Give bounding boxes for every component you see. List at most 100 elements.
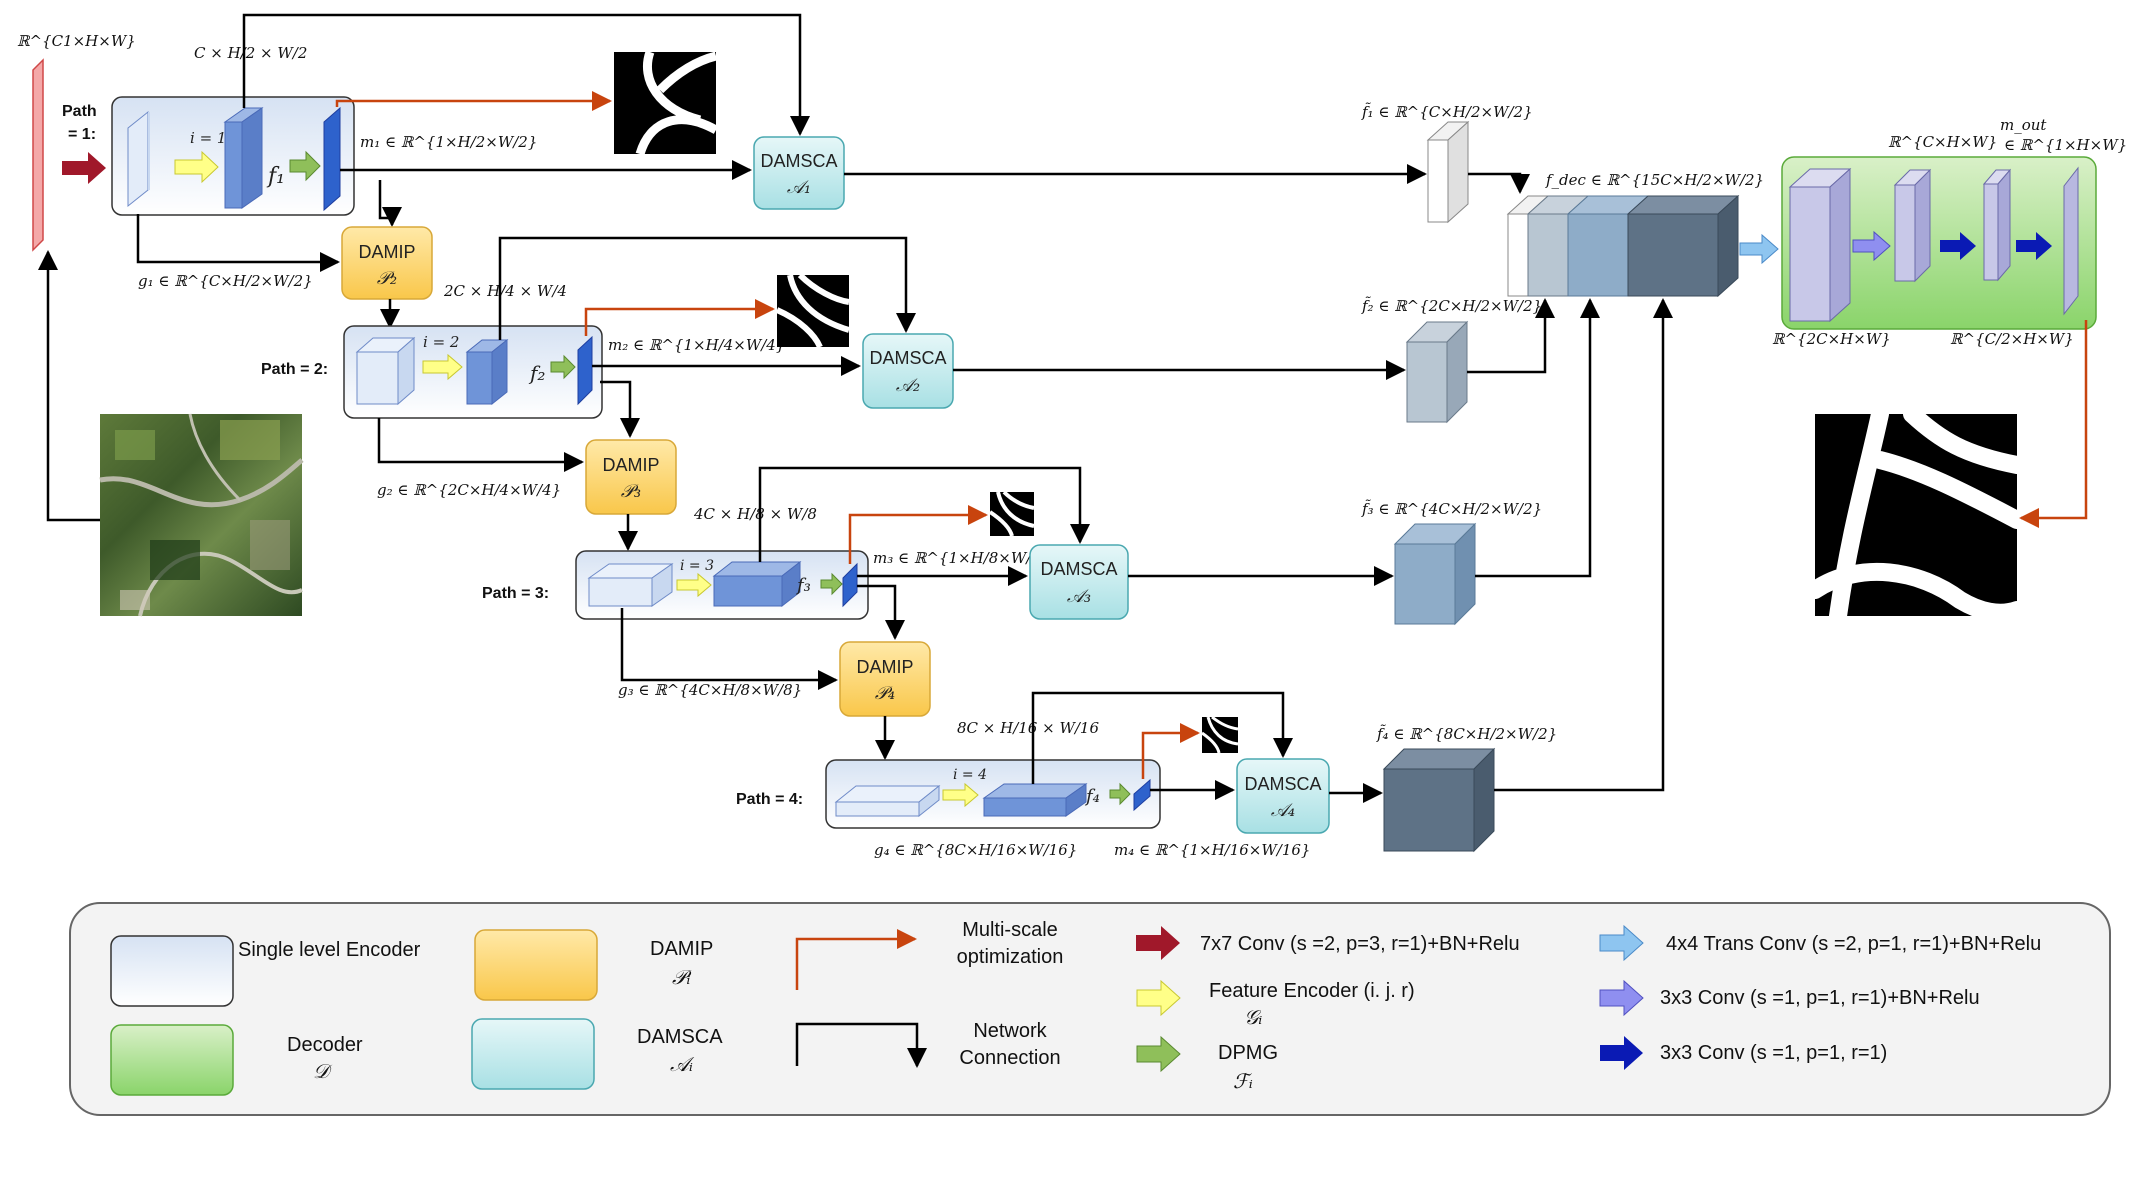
conv7-arrow-icon xyxy=(62,152,106,184)
path-1-multiscale-line xyxy=(335,91,612,111)
damip-2-label: DAMIP xyxy=(358,242,415,262)
ftilde-2-label: f̃₂ ∈ ℝ^{2C×H/2×W/2} xyxy=(1361,297,1542,315)
ftilde-3-wire xyxy=(1475,298,1600,578)
image-to-input-wire xyxy=(38,250,100,522)
path-3-skip-label: g₃ ∈ ℝ^{4C×H/8×W/8} xyxy=(618,681,802,699)
path-4-iter: i = 4 xyxy=(953,767,987,783)
skip-3-wire xyxy=(620,608,838,690)
path-4-mask-label: m₄ ∈ ℝ^{1×H/16×W/16} xyxy=(1114,841,1310,859)
legend-feature-encoder: Feature Encoder (i. j. r) 𝒢ᵢ xyxy=(1136,979,1415,1029)
ftilde-2-block xyxy=(1405,320,1469,424)
damsca-3-sym: 𝒜₃ xyxy=(1067,586,1091,607)
ftilde-1-wire xyxy=(1468,172,1530,194)
legend-damip-label: DAMIP xyxy=(650,938,713,960)
path-4-label: Path = 4: xyxy=(736,791,803,808)
path-3-top-dim: 4C × H/8 × W/8 xyxy=(693,505,817,523)
input-tensor xyxy=(32,58,44,252)
ftilde-3-block xyxy=(1393,522,1477,626)
path-1-encoder xyxy=(111,96,355,216)
legend-multiscale: Multi-scale optimization xyxy=(795,919,1064,990)
legend-damsca-sym: 𝒜ᵢ xyxy=(670,1052,695,1076)
damip-3-box[interactable]: DAMIP 𝒫₃ xyxy=(585,439,677,515)
path-3-mask-label: m₃ ∈ ℝ^{1×H/8×W/8} xyxy=(873,549,1050,567)
path-4-top-wire xyxy=(1031,691,1293,784)
path-3-mask-image xyxy=(988,490,1035,537)
path-2-top-wire xyxy=(498,236,916,340)
legend-decoder: Decoder 𝒟 xyxy=(110,1024,363,1096)
ftilde-4-wire xyxy=(1494,298,1673,792)
path-2-mask-image xyxy=(775,272,850,349)
fdec-label: f_dec ∈ ℝ^{15C×H/2×W/2} xyxy=(1545,171,1764,189)
path-4-multiscale-line xyxy=(1141,723,1200,779)
fdec-tensor xyxy=(1506,194,1740,298)
legend-damip-sym: 𝒫ᵢ xyxy=(672,965,692,989)
legend-encoder-label: Single level Encoder xyxy=(238,939,421,961)
path-3-to-damip-4-wire xyxy=(857,584,905,640)
legend-feature-encoder-sym: 𝒢ᵢ xyxy=(1244,1005,1262,1029)
input-path-num: = 1: xyxy=(68,126,96,143)
legend-encoder: Single level Encoder xyxy=(110,935,421,1007)
legend-damsca: DAMSCA 𝒜ᵢ xyxy=(471,1018,723,1090)
input-path-word: Path xyxy=(62,103,97,120)
damip-4-box[interactable]: DAMIP 𝒫₄ xyxy=(839,641,931,717)
mout-space: ∈ ℝ^{1×H×W} xyxy=(2004,136,2127,154)
path-4-mask-image xyxy=(1201,715,1239,754)
ftilde-4-label: f̃₄ ∈ ℝ^{8C×H/2×W/2} xyxy=(1376,725,1557,743)
path-4-top-dim: 8C × H/16 × W/16 xyxy=(957,719,1099,737)
ftilde-1-block xyxy=(1426,120,1470,224)
legend-decoder-label: Decoder xyxy=(287,1034,363,1056)
skip-2-wire xyxy=(377,418,584,472)
damsca-3-box[interactable]: DAMSCA 𝒜₃ xyxy=(1029,544,1129,620)
path-2-multiscale-line xyxy=(584,299,775,336)
path-2-feat: f₂ xyxy=(528,361,545,385)
legend-conv3bn-arrow-icon xyxy=(1599,979,1644,1017)
satellite-image xyxy=(99,413,304,617)
path-1-feat: f₁ xyxy=(266,164,285,189)
damip-3-sym: 𝒫₃ xyxy=(621,481,641,502)
path-2-iter: i = 2 xyxy=(423,333,459,351)
skip-1-wire xyxy=(136,214,340,272)
legend-multiscale-l2: optimization xyxy=(957,946,1064,968)
legend-network: Network Connection xyxy=(795,1020,1061,1069)
path-3-multiscale-line xyxy=(848,505,988,564)
ftilde-2-wire xyxy=(1467,298,1555,374)
legend-network-l2: Connection xyxy=(959,1047,1060,1069)
ftilde-1-label: f̃₁ ∈ ℝ^{C×H/2×W/2} xyxy=(1361,103,1533,121)
legend-conv3-arrow-icon xyxy=(1600,1036,1643,1070)
legend-trans-conv: 4x4 Trans Conv (s =2, p=1, r=1)+BN+Relu xyxy=(1599,924,2041,962)
damip-2-box[interactable]: DAMIP 𝒫₂ xyxy=(341,226,433,300)
path-1-top-dim: C × H/2 × W/2 xyxy=(194,44,307,62)
damip-3-label: DAMIP xyxy=(602,455,659,475)
path-1-mask-label: m₁ ∈ ℝ^{1×H/2×W/2} xyxy=(360,133,537,151)
path-3-feat: f₃ xyxy=(795,575,811,596)
damsca-1-box[interactable]: DAMSCA 𝒜₁ xyxy=(753,136,845,210)
legend-conv7-label: 7x7 Conv (s =2, p=3, r=1)+BN+Relu xyxy=(1200,933,1520,955)
damsca-1-sym: 𝒜₁ xyxy=(787,177,811,198)
damip-4-sym: 𝒫₄ xyxy=(875,683,895,704)
damsca-1-label: DAMSCA xyxy=(760,151,837,171)
legend-conv3: 3x3 Conv (s =1, p=1, r=1) xyxy=(1600,1036,1887,1070)
legend-conv3-label: 3x3 Conv (s =1, p=1, r=1) xyxy=(1660,1042,1887,1064)
decoder-box xyxy=(1781,156,2097,330)
path-1-top-wire xyxy=(242,13,810,136)
path-2-top-dim: 2C × H/4 × W/4 xyxy=(443,282,567,300)
damsca-2-box[interactable]: DAMSCA 𝒜₂ xyxy=(862,333,954,409)
legend-feature-encoder-arrow-icon xyxy=(1136,979,1181,1017)
legend-trans-conv-label: 4x4 Trans Conv (s =2, p=1, r=1)+BN+Relu xyxy=(1666,933,2041,955)
path-4-skip-label: g₄ ∈ ℝ^{8C×H/16×W/16} xyxy=(874,841,1077,859)
path-2-mask-label: m₂ ∈ ℝ^{1×H/4×W/4} xyxy=(608,336,785,354)
path-4-encoder xyxy=(825,759,1161,829)
damsca-4-box[interactable]: DAMSCA 𝒜₄ xyxy=(1236,758,1330,834)
path-2-to-damip-3-wire xyxy=(600,380,640,438)
damip-2-sym: 𝒫₂ xyxy=(377,268,397,289)
damsca-2-sym: 𝒜₂ xyxy=(896,375,920,396)
legend-damsca-label: DAMSCA xyxy=(637,1026,723,1048)
output-multiscale-line xyxy=(2019,320,2088,528)
legend-feature-encoder-label: Feature Encoder (i. j. r) xyxy=(1209,980,1415,1002)
legend-damip: DAMIP 𝒫ᵢ xyxy=(474,929,713,1001)
legend-conv7-arrow-icon xyxy=(1136,926,1180,960)
legend-dpmg-label: DPMG xyxy=(1218,1042,1278,1064)
trans-conv-arrow-icon xyxy=(1739,233,1779,265)
output-mask-image xyxy=(1806,405,2026,625)
legend-dpmg-arrow-icon xyxy=(1136,1035,1181,1073)
